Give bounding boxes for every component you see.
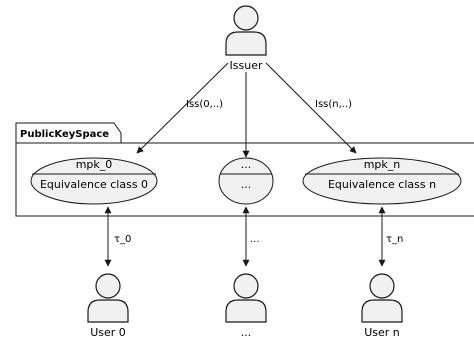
user-actor-0: User 0 (87, 273, 129, 339)
class-mid: ... ... (218, 157, 274, 205)
arrow-issuer-to-class-n (265, 62, 357, 154)
class-0: mpk_0 Equivalence class 0 (30, 157, 158, 205)
issuer-arrows: Iss(0,..) Iss(n,..) (136, 62, 357, 158)
arrow-label-0: Iss(0,..) (186, 99, 223, 110)
user-n-body (361, 299, 403, 323)
user-0-label: User 0 (90, 326, 126, 339)
issuer-actor: Issuer (225, 5, 267, 72)
issuer-label: Issuer (230, 59, 263, 72)
class-mid-bottom: ... (241, 178, 252, 191)
issuer-body (225, 31, 267, 56)
class-0-top: mpk_0 (76, 158, 113, 171)
user-n-label: User n (364, 326, 400, 339)
issuer-head (233, 5, 259, 31)
user-mid-head (233, 273, 259, 299)
arrow-issuer-to-class-0 (136, 62, 229, 154)
class-n-top: mpk_n (364, 158, 401, 171)
user-n-head (369, 273, 395, 299)
class-0-bottom: Equivalence class 0 (40, 178, 148, 191)
class-0-ellipse (30, 157, 158, 205)
class-n-bottom: Equivalence class n (328, 178, 436, 191)
user-mid-body (225, 299, 267, 323)
class-n-ellipse (302, 157, 462, 205)
link-label-0: τ_0 (114, 234, 131, 245)
user-0-body (87, 299, 129, 323)
user-actor-n: User n (361, 273, 403, 339)
user-mid-label: ... (241, 326, 252, 339)
link-label-mid: ... (250, 234, 260, 245)
user-0-head (95, 273, 121, 299)
link-label-n: τ_n (386, 234, 403, 245)
user-actor-mid: ... (225, 273, 267, 339)
package-title: PublicKeySpace (20, 129, 109, 140)
user-links: τ_0 ... τ_n (104, 206, 403, 267)
class-mid-ellipse (218, 157, 274, 205)
class-mid-top: ... (241, 158, 252, 171)
package-tab (15, 122, 122, 143)
arrow-label-n: Iss(n,..) (315, 99, 352, 110)
class-n: mpk_n Equivalence class n (302, 157, 462, 205)
